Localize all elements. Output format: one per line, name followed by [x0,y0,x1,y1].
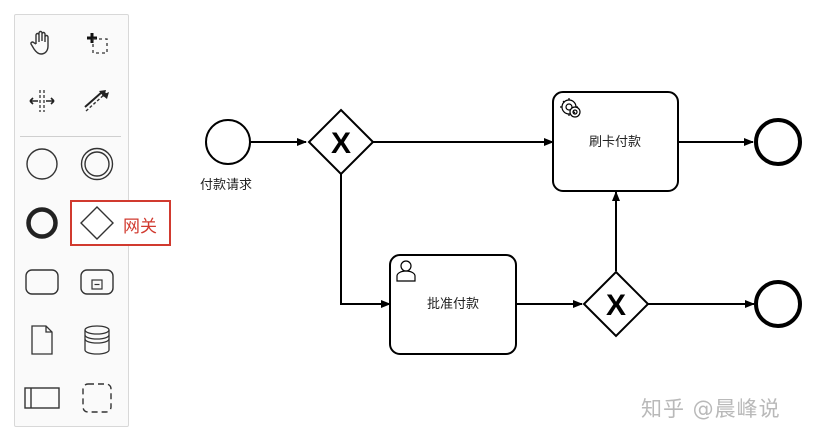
end-event-1[interactable] [754,118,802,166]
task-card-payment[interactable]: 刷卡付款 [552,91,679,192]
gateway-annotation-label: 网关 [123,217,157,237]
group-icon[interactable] [76,377,118,419]
palette-separator [20,136,121,137]
end-event-2[interactable] [754,280,802,328]
exclusive-gateway-2[interactable]: X [582,270,650,338]
hand-tool-icon[interactable] [21,22,63,64]
task-icon[interactable] [21,261,63,303]
task-approve-payment[interactable]: 批准付款 [389,254,517,355]
data-store-icon[interactable] [76,319,118,361]
end-event-icon[interactable] [21,202,63,244]
space-tool-icon[interactable] [21,80,63,122]
data-object-icon[interactable] [21,319,63,361]
user-task-person-icon [396,260,416,282]
lasso-tool-icon[interactable] [76,22,118,64]
exclusive-gateway-1[interactable]: X [307,108,375,176]
pool-icon[interactable] [21,377,63,419]
gateway-1-marker: X [331,127,351,160]
gateway-2-marker: X [606,289,626,322]
task-card-payment-label: 刷卡付款 [589,135,641,150]
start-event-label: 付款请求 [200,178,253,193]
start-event-icon[interactable] [21,143,63,185]
intermediate-event-icon[interactable] [76,143,118,185]
flow-gateway1-to-approve[interactable] [340,173,391,308]
subprocess-icon[interactable] [76,261,118,303]
watermark: 知乎 @晨峰说 [641,397,781,421]
global-connect-tool-icon[interactable] [76,80,118,122]
service-task-gear-icon [560,98,581,118]
task-approve-payment-label: 批准付款 [427,297,479,312]
start-event[interactable] [205,119,251,165]
gateway-icon[interactable] [76,202,118,244]
